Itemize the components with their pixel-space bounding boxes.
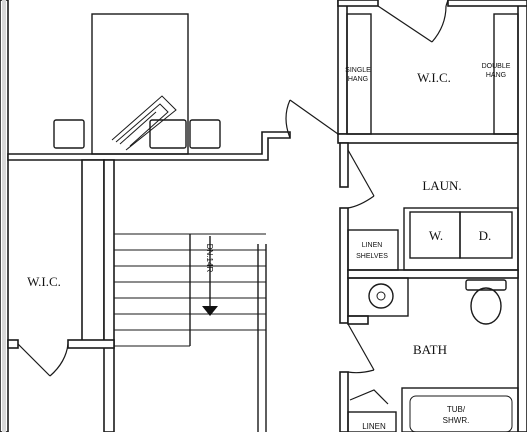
stair-arrow-head <box>202 306 218 316</box>
wic-top-door <box>377 5 433 43</box>
toilet-tank <box>465 279 507 291</box>
bath-label: BATH <box>413 342 447 357</box>
toilet-bowl <box>470 287 502 325</box>
bedroom-door-arc <box>285 99 291 139</box>
linen-left-wall <box>339 207 349 324</box>
bed-sheet-fold-2 <box>115 103 169 147</box>
laundry-door-arc <box>347 195 375 209</box>
double-hang-label-2: HANG <box>486 72 506 79</box>
wic-top-wall-left <box>337 0 379 7</box>
vanity <box>347 277 409 317</box>
corridor-wall <box>103 159 115 432</box>
bed <box>91 13 189 155</box>
nightstand-left <box>53 119 85 149</box>
linen-shelves-label-1: LINEN <box>362 242 383 249</box>
dryer <box>459 211 513 259</box>
wic-top-door-2 <box>445 0 449 7</box>
right-outer-wall <box>517 0 527 432</box>
laundry-label: LAUN. <box>422 178 461 193</box>
sink-drain <box>376 291 386 301</box>
left-outer-wall-fill <box>2 0 6 432</box>
nightstand-right <box>189 119 221 149</box>
dryer-label: D. <box>479 228 492 243</box>
bed-sheet-fold-3 <box>119 111 157 145</box>
single-hang-label-1: SINGLE <box>345 67 371 74</box>
wic-top-door-arc <box>431 5 447 43</box>
wic-left-right-wall <box>81 159 105 345</box>
stairs <box>114 233 267 432</box>
wic-left-label: W.I.C. <box>27 274 61 289</box>
wic-left-bottom-wall-2 <box>67 339 115 349</box>
laundry-counter <box>403 207 519 271</box>
bedroom-door <box>289 99 339 135</box>
linen-bottom-closet <box>347 411 397 432</box>
laundry-door <box>347 149 375 197</box>
wic-shelf-right <box>493 13 519 135</box>
linen-bottom-label: LINEN <box>362 422 386 431</box>
bath-door-arc <box>347 369 375 374</box>
wic-left-bottom-wall <box>7 339 19 349</box>
bath-top-left-wall <box>347 315 369 325</box>
wic-top-label: W.I.C. <box>417 70 451 85</box>
single-hang-label-2: HANG <box>348 76 368 83</box>
tub-label-1: TUB/ <box>447 405 466 414</box>
linen-shelves <box>347 229 399 271</box>
wic-left-door <box>17 343 51 377</box>
nightstand-inner <box>149 119 187 149</box>
tub-inner <box>409 395 513 432</box>
wic-left-door-arc <box>49 343 69 377</box>
wic-top-wall-right <box>447 0 527 7</box>
laundry-bath-divider <box>347 269 519 279</box>
sink <box>368 283 394 309</box>
laundry-left-wall <box>339 142 349 188</box>
tub <box>401 387 519 432</box>
washer-label: W. <box>429 228 443 243</box>
bath-left-wall <box>339 371 349 432</box>
bed-sheet-fold <box>111 95 177 151</box>
linen-shelves-label-2: SHELVES <box>356 253 388 260</box>
linen-door <box>349 389 389 405</box>
stair-label: DN.14R <box>205 244 214 273</box>
bath-door <box>347 323 375 371</box>
double-hang-label-1: DOUBLE <box>482 63 511 70</box>
wic-shelf-left <box>346 13 372 135</box>
tub-label-2: SHWR. <box>443 416 470 425</box>
wic-top-bottom-wall <box>337 133 527 144</box>
bedroom-bottom-wall <box>7 131 291 161</box>
